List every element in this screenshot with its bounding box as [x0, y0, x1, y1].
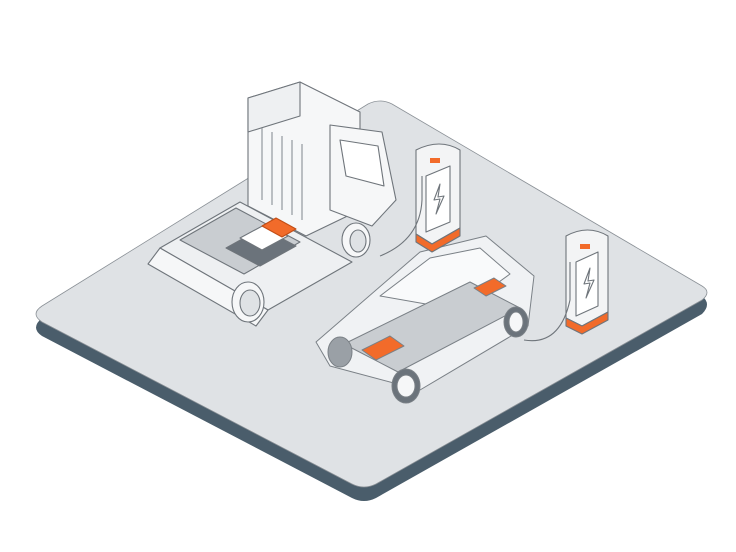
- lightning-bolt-icon: [433, 183, 445, 215]
- car: [315, 235, 535, 404]
- lightning-bolt-icon: [583, 267, 595, 299]
- charger-station-2: [523, 229, 609, 342]
- charger-station-1: [379, 143, 461, 257]
- truck: [147, 81, 397, 327]
